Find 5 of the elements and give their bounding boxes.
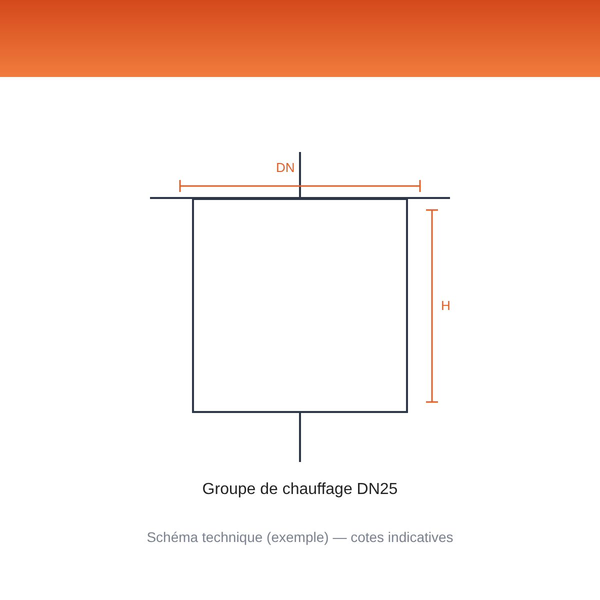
caption: Schéma technique (exemple) — cotes indicatives	[146, 529, 454, 545]
dimension-label: DN	[276, 160, 295, 175]
box-body	[192, 198, 408, 413]
dimension-label: H	[441, 298, 450, 313]
title: Groupe de chauffage DN25	[201, 481, 399, 499]
